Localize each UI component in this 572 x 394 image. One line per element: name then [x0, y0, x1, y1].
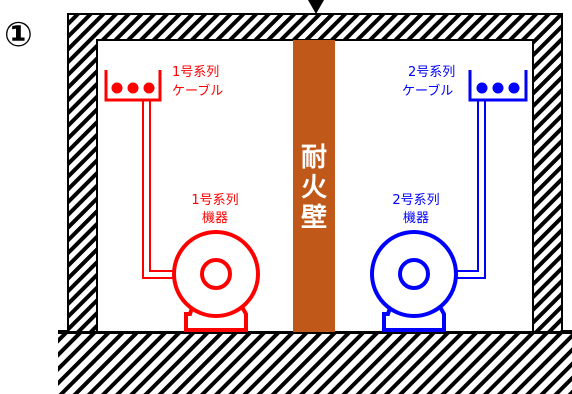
system1: 1号系列 ケーブル 1号系列 機器 — [104, 65, 260, 332]
firewall-label-2: 火 — [301, 173, 327, 203]
cable-run — [452, 100, 479, 272]
down-arrow-icon — [308, 0, 324, 14]
cable-label-line2: ケーブル — [402, 83, 453, 99]
equipment-label-line2: 機器 — [403, 211, 429, 226]
equipment-label-line2: 機器 — [202, 211, 228, 226]
system2: 2号系列 ケーブル 2号系列 機器 — [370, 65, 528, 332]
equipment-label-line1: 2号系列 — [392, 193, 439, 208]
figure-number: ① — [4, 15, 33, 55]
cable-run — [454, 100, 486, 279]
ground — [58, 332, 572, 394]
equipment-label-line1: 1号系列 — [191, 193, 238, 208]
cable-label-line1: 1号系列 — [172, 65, 219, 80]
firewall-label-1: 耐 — [301, 143, 327, 173]
motor-pump-icon — [172, 230, 260, 332]
cable-run — [149, 100, 180, 272]
cable-label-line2: ケーブル — [172, 83, 223, 99]
cable-run — [142, 100, 182, 279]
motor-pump-icon — [370, 230, 458, 332]
cable-label-line1: 2号系列 — [408, 65, 455, 80]
cable-tray-icon — [468, 70, 528, 102]
firewall-label-3: 壁 — [301, 202, 327, 233]
cable-tray-icon — [104, 70, 162, 102]
firewall — [293, 40, 335, 332]
